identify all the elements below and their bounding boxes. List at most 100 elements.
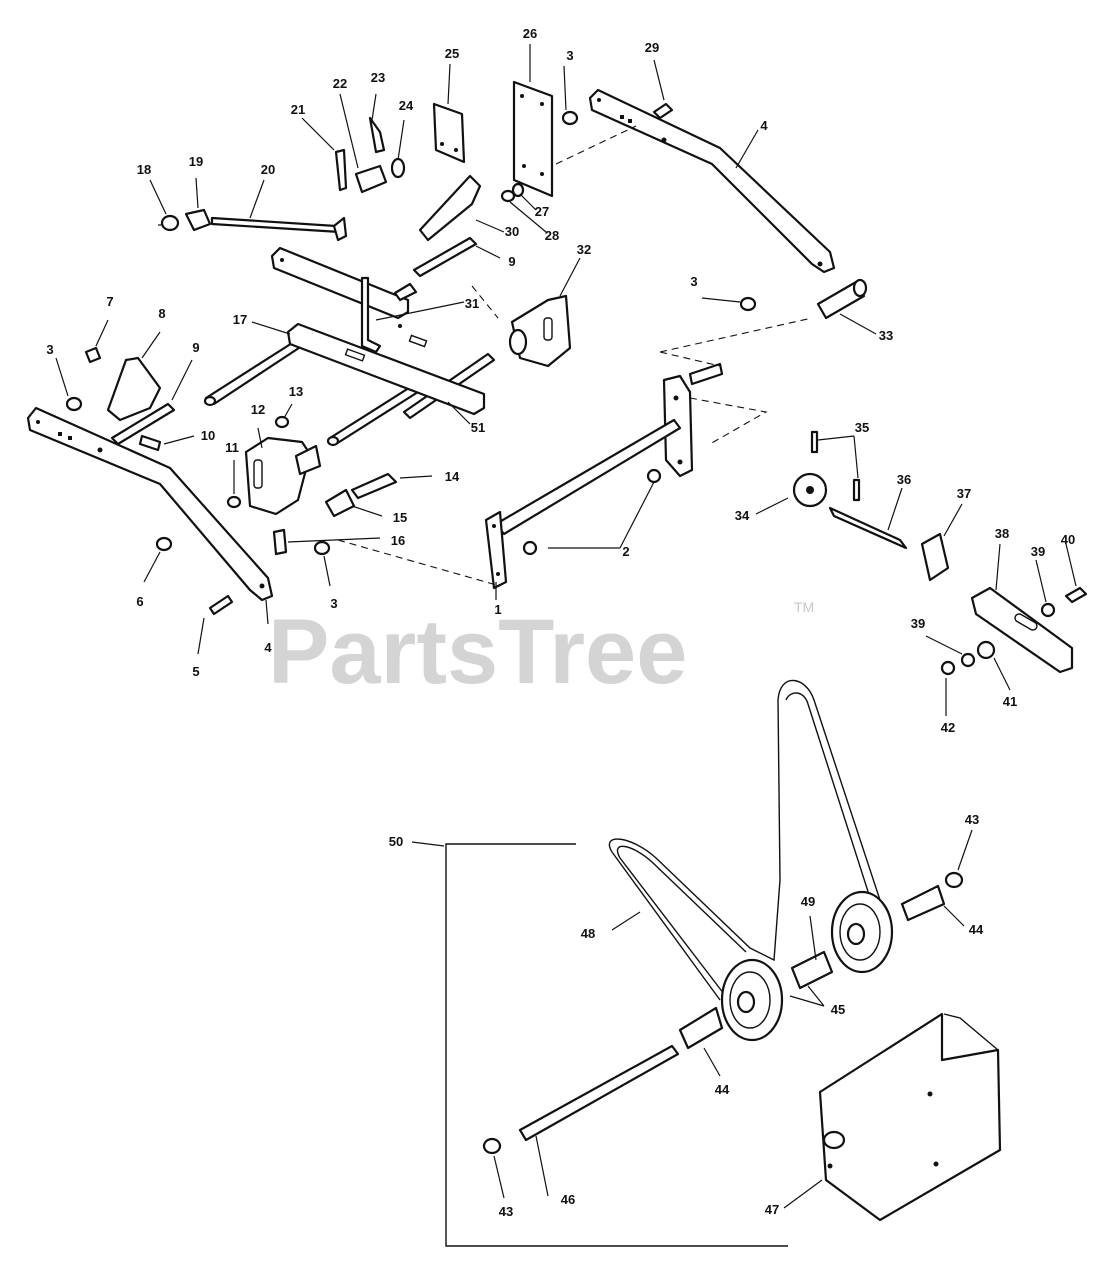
- spacer-44-right: [900, 884, 946, 922]
- callout-34: 34: [735, 508, 750, 523]
- callout-3-mid: 3: [690, 274, 697, 289]
- bolt-29: [652, 102, 674, 120]
- callout-18: 18: [137, 162, 151, 177]
- callout-44-right: 44: [969, 922, 984, 937]
- callout-35: 35: [855, 420, 869, 435]
- callout-labels: 1 2 3 3 3 3 4 4 5 6 7 8 9 9 10 11 12 13 …: [46, 26, 1075, 1219]
- callout-30: 30: [505, 224, 519, 239]
- callout-41: 41: [1003, 694, 1017, 709]
- callout-45: 45: [831, 1002, 845, 1017]
- callout-25: 25: [445, 46, 459, 61]
- bracket-plate-main: [286, 322, 486, 416]
- bolt-14: [350, 472, 398, 500]
- nut-2-upper: [646, 468, 662, 484]
- nut-and-swivel: [158, 208, 212, 232]
- callout-31: 31: [465, 296, 479, 311]
- callout-24: 24: [399, 98, 414, 113]
- callout-1: 1: [494, 602, 501, 617]
- callout-23: 23: [371, 70, 385, 85]
- bolt-10: [138, 434, 162, 452]
- callout-21: 21: [291, 102, 305, 117]
- nut-42: [940, 660, 956, 676]
- callout-4-left: 4: [264, 640, 272, 655]
- callout-51: 51: [471, 420, 485, 435]
- callout-39-lower: 39: [911, 616, 925, 631]
- callout-8: 8: [158, 306, 165, 321]
- callout-22: 22: [333, 76, 347, 91]
- callout-17: 17: [233, 312, 247, 327]
- plate-large: [512, 80, 554, 198]
- callout-10: 10: [201, 428, 215, 443]
- adjust-bracket: [244, 436, 322, 516]
- washer-39-upper: [1040, 602, 1056, 618]
- spacer-3-mid: [739, 296, 757, 312]
- callout-44-lower: 44: [715, 1082, 730, 1097]
- worm-shaft: [828, 506, 908, 550]
- pivot-plate-left: [84, 346, 176, 446]
- nut-6: [155, 536, 173, 552]
- spacer-49: [790, 950, 834, 990]
- callout-14: 14: [445, 469, 460, 484]
- spacer-15: [324, 488, 356, 518]
- nut-11: [226, 495, 242, 509]
- callout-43-right: 43: [965, 812, 979, 827]
- callout-15: 15: [393, 510, 407, 525]
- callout-3-left: 3: [46, 342, 53, 357]
- bracket-plate-upper: [270, 246, 410, 320]
- spacer-3-left: [65, 396, 83, 412]
- pivot-plate-upper: [412, 174, 482, 278]
- threaded-shaft: [518, 1044, 680, 1142]
- nut-2-lower: [522, 540, 538, 556]
- leader-lines: [55, 44, 1077, 1209]
- spacer-41: [976, 640, 996, 660]
- callout-5: 5: [192, 664, 199, 679]
- callout-7: 7: [106, 294, 113, 309]
- spacer-3-top: [561, 110, 579, 126]
- spacer-44-lower: [678, 1006, 724, 1050]
- callout-9-upper: 9: [508, 254, 515, 269]
- callout-16: 16: [391, 533, 405, 548]
- spacer-3-bottom: [313, 540, 331, 556]
- bolt-40: [1064, 586, 1088, 604]
- frame-bracket: [818, 1012, 1002, 1222]
- callout-3-top: 3: [566, 48, 573, 63]
- callout-36: 36: [897, 472, 911, 487]
- callout-33: 33: [879, 328, 893, 343]
- callout-27: 27: [535, 204, 549, 219]
- callout-48: 48: [581, 926, 595, 941]
- callout-40: 40: [1061, 532, 1075, 547]
- lift-arm-right: [588, 88, 836, 274]
- clevis-pin-and-washer: [354, 157, 406, 194]
- nut-43-left: [482, 1137, 502, 1155]
- callout-3-bottom: 3: [330, 596, 337, 611]
- screw-16: [272, 528, 288, 556]
- pulley-lower: [720, 958, 784, 1042]
- roll-pin-a: [810, 430, 819, 454]
- bolt-5: [208, 594, 234, 616]
- callout-50: 50: [389, 834, 403, 849]
- callout-49: 49: [801, 894, 815, 909]
- callout-12: 12: [251, 402, 265, 417]
- callout-43-left: 43: [499, 1204, 513, 1219]
- clip-37: [920, 532, 950, 582]
- watermark-trademark: TM: [794, 599, 814, 615]
- callout-11: 11: [225, 440, 239, 455]
- nut-13: [274, 415, 290, 429]
- callout-29: 29: [645, 40, 659, 55]
- callout-4-right: 4: [760, 118, 768, 133]
- callout-39-upper: 39: [1031, 544, 1045, 559]
- roll-pin-b: [852, 478, 861, 502]
- callout-32: 32: [577, 242, 591, 257]
- pulley-upper: [830, 890, 894, 974]
- nut-28: [500, 189, 516, 203]
- lift-rod: [360, 276, 382, 354]
- washer-27: [511, 182, 525, 198]
- callout-38: 38: [995, 526, 1009, 541]
- lift-arm-left: [26, 406, 274, 602]
- alignment-lines: [337, 125, 813, 587]
- assembly-bracket-line: [445, 843, 788, 1247]
- callout-19: 19: [189, 154, 203, 169]
- callout-13: 13: [289, 384, 303, 399]
- cotter-pins: [334, 116, 386, 192]
